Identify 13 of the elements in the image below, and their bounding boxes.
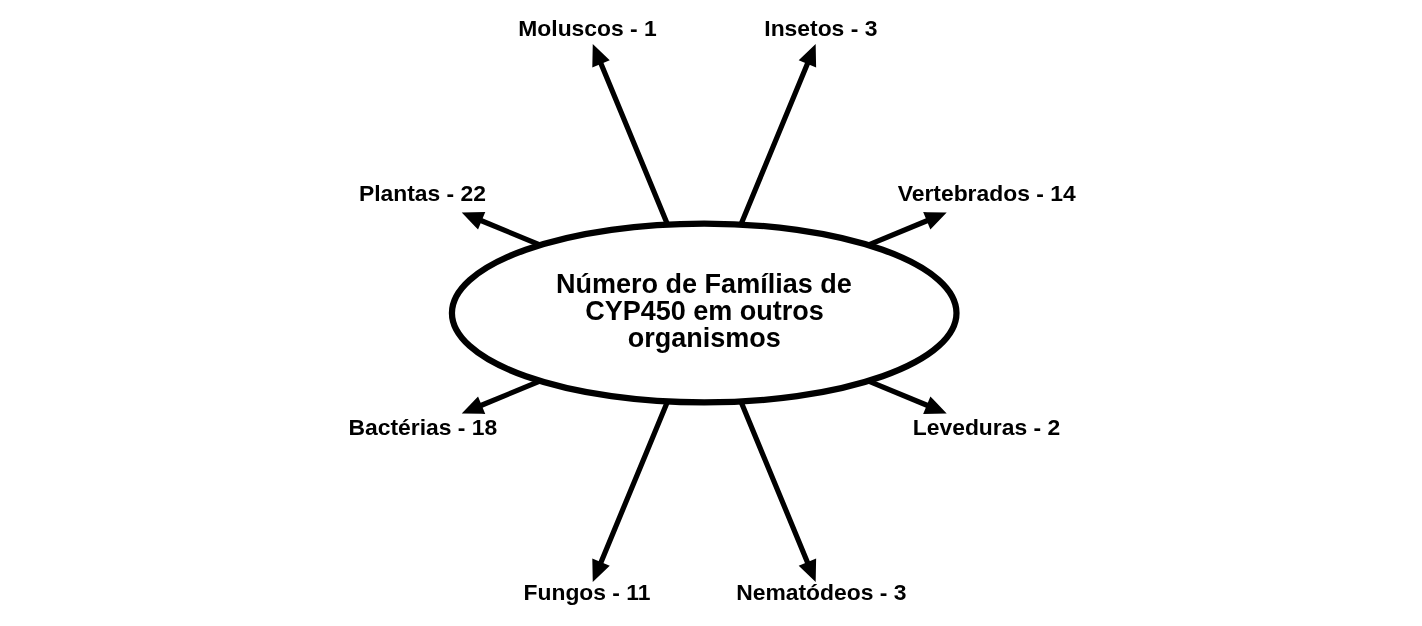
node-text: Insetos - 3: [763, 14, 877, 41]
arrow: [867, 212, 947, 248]
arrow: [461, 378, 541, 414]
node-text: Vertebrados - 14: [897, 180, 1076, 207]
node-text: Nematódeos - 3: [735, 578, 906, 605]
node-ellipse: Número de Famílias de CYP450 em outros organismos: [448, 220, 960, 406]
node-text: Fungos - 11: [523, 578, 651, 605]
node-text: Bactérias - 18: [347, 413, 497, 440]
node-text: Leveduras - 2: [912, 413, 1060, 440]
arrow: [867, 378, 947, 414]
node-text: Plantas - 22: [358, 180, 486, 207]
arrow: [461, 212, 541, 248]
node-text: Moluscos - 1: [517, 14, 657, 41]
